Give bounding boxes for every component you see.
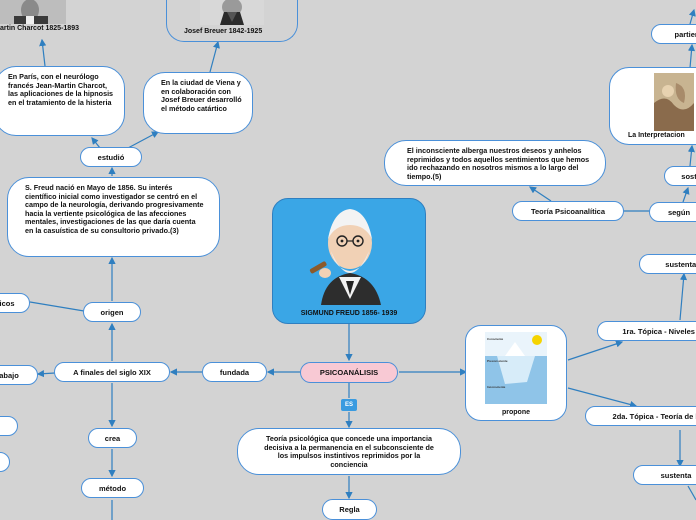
sost-node[interactable]: sost bbox=[664, 166, 696, 186]
segun-node[interactable]: según bbox=[649, 202, 696, 222]
origen-text-node: S. Freud nació en Mayo de 1856. Su inter… bbox=[7, 177, 220, 257]
partiend-node[interactable]: partien bbox=[651, 24, 696, 44]
sustentada-node-1[interactable]: sustentad bbox=[639, 254, 696, 274]
definition-node: Teoría psicológica que concede una impor… bbox=[237, 428, 461, 475]
interpretacion-node: La Interpretacion bbox=[609, 67, 696, 145]
propone-node: Consciente Preconsciente Inconsciente pr… bbox=[465, 325, 567, 421]
charcot-caption: artin Charcot 1825-1893 bbox=[0, 25, 79, 32]
teoria-psicoanalitica-node[interactable]: Teoría Psicoanalítica bbox=[512, 201, 624, 221]
es-connector-tag: ES bbox=[341, 399, 357, 411]
interpretacion-image bbox=[654, 73, 694, 131]
metodo-node[interactable]: método bbox=[81, 478, 144, 498]
paris-node: En París, con el neurólogo francés Jean-… bbox=[0, 66, 125, 136]
breuer-caption: Josef Breuer 1842-1925 bbox=[184, 28, 263, 35]
finales-node[interactable]: A finales del siglo XIX bbox=[54, 362, 170, 382]
svg-text:Preconsciente: Preconsciente bbox=[487, 359, 508, 363]
trabajo-node[interactable]: abajo bbox=[0, 365, 38, 385]
topica-2-node[interactable]: 2da. Tópica - Teoría de l bbox=[585, 406, 696, 426]
svg-text:Consciente: Consciente bbox=[487, 337, 504, 341]
fundada-node[interactable]: fundada bbox=[202, 362, 267, 382]
freud-illustration bbox=[309, 209, 381, 305]
freud-main-node: SIGMUND FREUD 1856- 1939 bbox=[272, 198, 426, 324]
sustentada-node-2[interactable]: sustenta bbox=[633, 465, 696, 485]
breuer-portrait bbox=[200, 0, 264, 25]
topica-1-node[interactable]: 1ra. Tópica - Niveles d bbox=[597, 321, 696, 341]
edge-node-1[interactable]: l bbox=[0, 416, 18, 436]
regla-node[interactable]: Regla bbox=[322, 499, 377, 520]
propone-label: propone bbox=[502, 409, 530, 416]
psicoanalisis-node[interactable]: PSICOANÁLISIS bbox=[300, 362, 398, 383]
inconsciente-node: El inconsciente alberga nuestros deseos … bbox=[384, 140, 606, 186]
freud-title: SIGMUND FREUD 1856- 1939 bbox=[300, 310, 398, 317]
breuer-node bbox=[166, 0, 298, 42]
charcot-portrait bbox=[0, 0, 66, 24]
viena-node: En la ciudad de Viena y en colaboración … bbox=[143, 72, 253, 134]
icos-node[interactable]: icos bbox=[0, 293, 30, 313]
origen-node[interactable]: origen bbox=[83, 302, 141, 322]
crea-node[interactable]: crea bbox=[88, 428, 137, 448]
iceberg-image: Consciente Preconsciente Inconsciente bbox=[485, 332, 547, 404]
svg-text:Inconsciente: Inconsciente bbox=[487, 385, 506, 389]
interpretacion-label: La Interpretacion bbox=[628, 132, 685, 139]
estudio-node[interactable]: estudió bbox=[80, 147, 142, 167]
